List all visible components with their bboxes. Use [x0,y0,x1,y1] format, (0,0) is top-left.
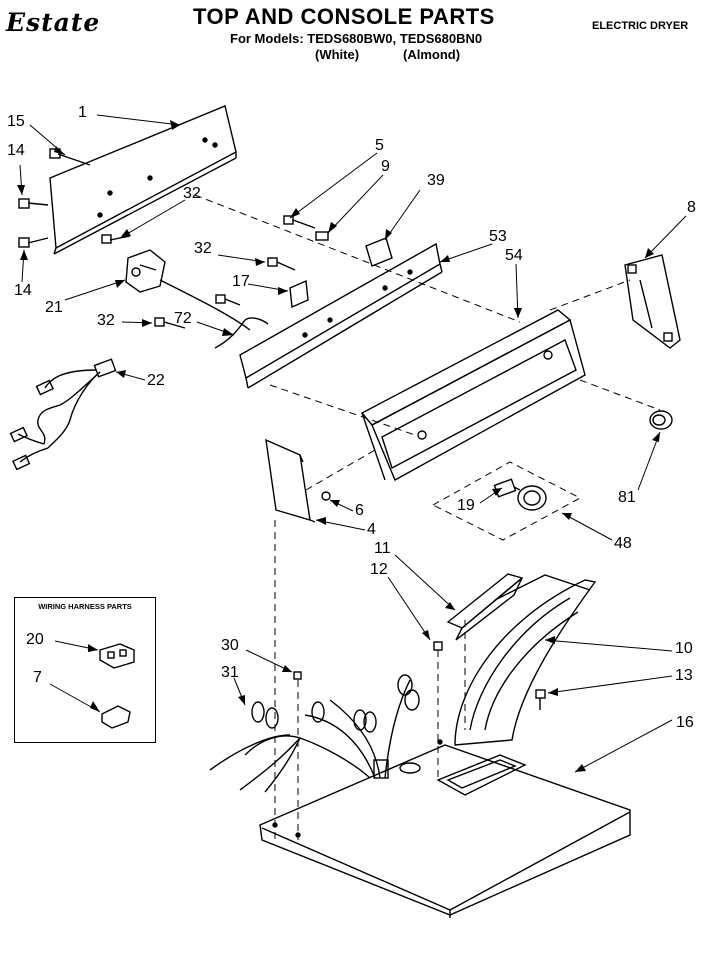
callout-22: 22 [147,372,165,389]
brand-logo: Estate [6,8,101,37]
page-title: TOP AND CONSOLE PARTS [193,4,495,29]
dryer-top-16 [259,739,631,918]
screw-5-clip-9 [283,215,329,241]
assembly-lines [194,194,661,840]
duct-opening-inner [446,759,517,789]
wire-harness-22 [9,358,117,471]
clip-30 [293,671,302,680]
product-type: ELECTRIC DRYER [592,20,689,32]
lint-filter-cover-11 [446,573,524,641]
legend-title: WIRING HARNESS PARTS [38,602,132,611]
callout-11: 11 [374,540,391,557]
callout-72: 72 [174,310,192,327]
screws-rear [18,148,131,248]
callout-10: 10 [675,640,693,657]
callout-14-bottom: 14 [14,282,32,299]
console-54 [360,309,586,481]
callout-81: 81 [618,489,636,506]
color-white: (White) [315,47,360,62]
rear-panel [49,105,237,255]
callout-53: 53 [489,228,507,245]
callout-14-top: 14 [7,142,25,159]
legend-parts [99,643,135,729]
callout-8: 8 [687,199,696,216]
callout-12: 12 [370,561,388,578]
callout-39: 39 [427,172,445,189]
callout-17: 17 [232,273,250,290]
main-harness-31 [209,674,420,793]
model-numbers: For Models: TEDS680BW0, TEDS680BN0 [230,31,483,46]
callout-1: 1 [78,104,87,121]
callout-6: 6 [355,502,364,519]
switch-39 [365,237,393,267]
callout-16: 16 [676,714,694,731]
leader-arrows [17,120,660,772]
callout-48: 48 [614,535,632,552]
callout-9: 9 [381,158,390,175]
knob-81 [649,410,673,430]
wire-72 [214,317,269,349]
screw-12 [433,641,443,651]
callout-32-upper: 32 [183,185,201,202]
callout-15: 15 [7,113,25,130]
callout-32-lower: 32 [97,312,115,329]
callout-13: 13 [675,667,693,684]
timer [125,249,251,331]
callout-4: 4 [367,521,376,538]
callout-20: 20 [26,631,44,648]
callout-54: 54 [505,247,523,264]
screw-6 [321,491,331,501]
screw-13 [535,689,546,710]
callout-19: 19 [457,497,475,514]
callout-5: 5 [375,137,384,154]
color-almond: (Almond) [403,47,461,62]
callout-30: 30 [221,637,239,654]
wiring-harness-legend: WIRING HARNESS PARTS [14,597,156,743]
control-bracket-53 [239,242,443,389]
duct-opening [436,754,527,796]
side-bracket-4 [265,438,316,523]
knob-48 [493,478,547,511]
lint-duct-10 [454,574,597,746]
bracket-17 [289,279,309,309]
screws-32 [154,257,296,329]
callout-32-middle: 32 [194,240,212,257]
callout-31: 31 [221,664,239,681]
callout-21: 21 [45,299,63,316]
end-cap-8 [624,254,681,349]
callout-7: 7 [33,669,42,686]
